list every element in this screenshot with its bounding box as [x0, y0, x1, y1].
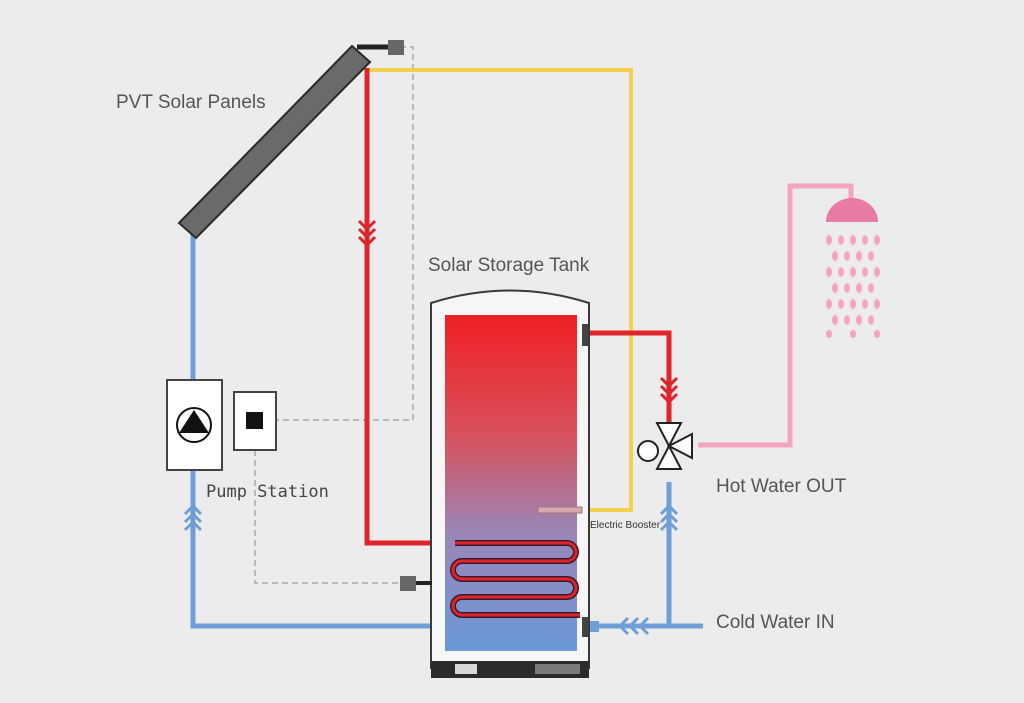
electric-booster-element — [537, 506, 583, 514]
tank-base-slot — [535, 664, 580, 674]
shower-dome — [826, 198, 878, 222]
controller-icon — [246, 412, 263, 429]
shower-drops — [826, 235, 880, 338]
cold-inlet-nozzle — [590, 621, 599, 632]
tank-base-slot — [455, 664, 477, 674]
arrow-cold-inlet — [617, 616, 650, 636]
three-way-valve-icon — [637, 422, 693, 470]
hot-pipe-panel-down — [364, 68, 455, 546]
storage-tank — [400, 289, 599, 678]
sensor-line-tank — [254, 450, 400, 584]
arrow-hot-down — [357, 219, 377, 248]
booster-wire — [365, 68, 633, 512]
label-hot-out: Hot Water OUT — [716, 476, 847, 497]
label-panels: PVT Solar Panels — [116, 92, 266, 113]
pvt-solar-panel — [177, 40, 404, 240]
sensor-lines — [254, 46, 414, 584]
pump-station — [166, 379, 277, 471]
panel-body — [177, 44, 372, 240]
label-tank: Solar Storage Tank — [428, 255, 590, 276]
hot-outlet-port — [582, 324, 588, 346]
heat-coil — [451, 541, 580, 617]
sensor-line-panel — [276, 46, 414, 421]
flow-arrow-icon — [183, 219, 679, 636]
panel-sensor — [388, 40, 404, 55]
shower-pipe — [698, 183, 854, 448]
label-pump-station: Pump Station — [206, 482, 329, 502]
label-cold-in: Cold Water IN — [716, 612, 835, 633]
tank-sensor — [400, 576, 416, 591]
arrow-cold-up-right — [659, 503, 679, 532]
label-booster: Electric Booster — [590, 520, 661, 531]
cold-inlet-port — [582, 617, 588, 637]
arrow-cold-up-left — [183, 503, 203, 532]
pump-icon — [176, 407, 212, 443]
arrow-hot-valve — [659, 376, 679, 405]
shower-head-icon — [826, 198, 880, 338]
tank-water — [445, 315, 577, 651]
